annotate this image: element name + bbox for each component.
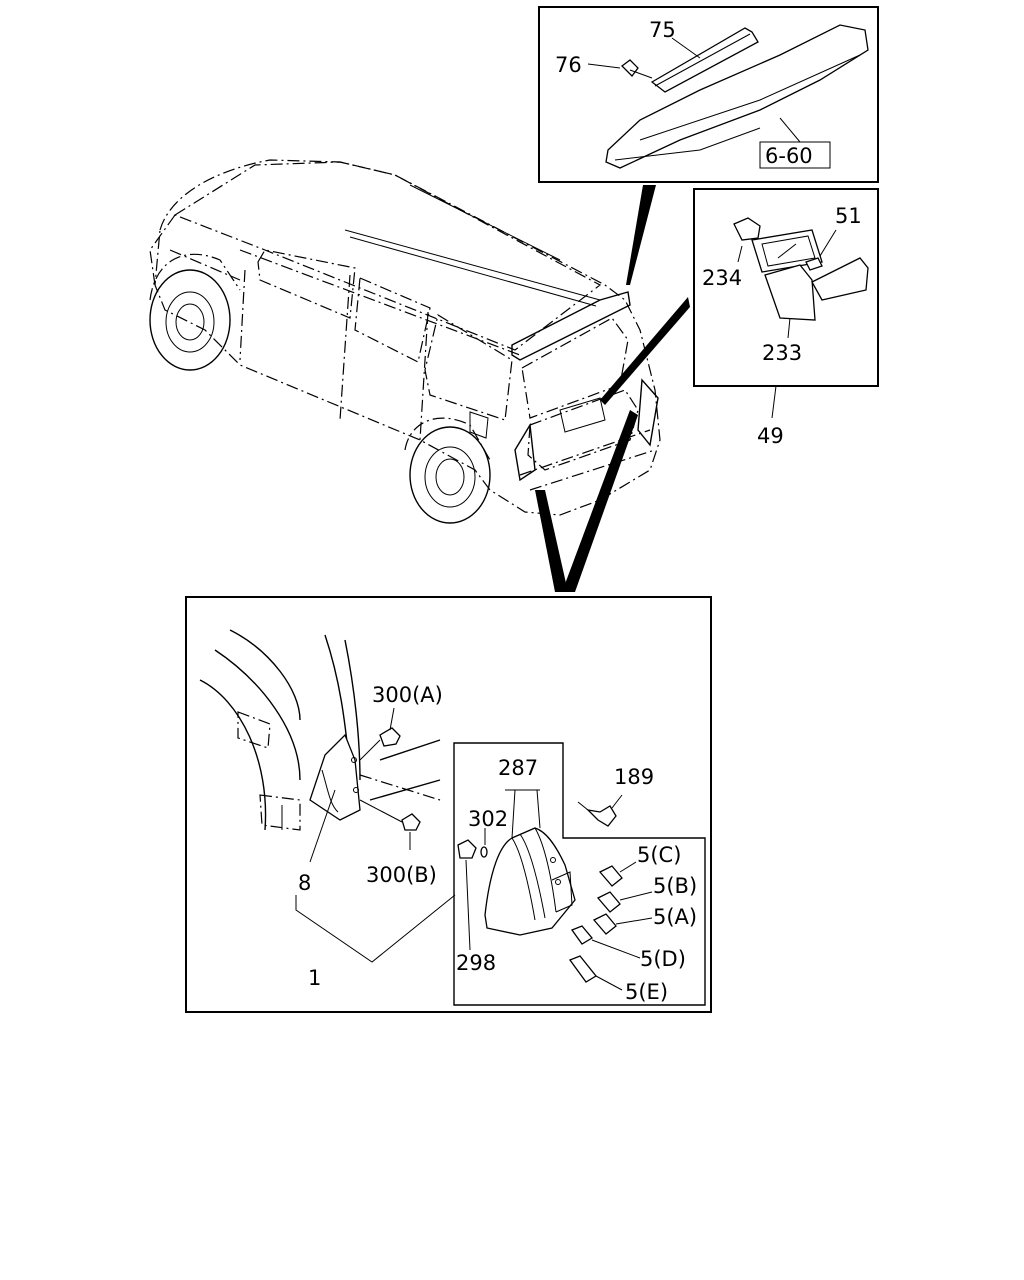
tail-lamp-exploded-box — [453, 742, 706, 1006]
ref-box-6-60 — [759, 141, 831, 169]
vehicle-illustration — [149, 159, 661, 524]
label-5d: 5(D) — [640, 947, 686, 971]
label-5c: 5(C) — [637, 843, 681, 867]
label-5b: 5(B) — [653, 874, 697, 898]
label-298: 298 — [456, 951, 496, 975]
label-76: 76 — [555, 53, 582, 77]
label-287: 287 — [498, 756, 538, 780]
label-75: 75 — [649, 18, 676, 42]
pointer-wedge-tail-left — [535, 490, 568, 592]
label-51: 51 — [835, 204, 862, 228]
label-300b: 300(B) — [366, 863, 437, 887]
label-5a: 5(A) — [653, 905, 697, 929]
label-302: 302 — [468, 807, 508, 831]
license-lamp-detail-box — [693, 188, 879, 387]
label-233: 233 — [762, 341, 802, 365]
spoiler-detail-box — [538, 6, 879, 183]
label-6-60: 6-60 — [765, 144, 813, 168]
bulbs — [568, 865, 623, 983]
leaders-bulbs — [591, 861, 653, 991]
pointer-wedge-license — [600, 297, 690, 405]
label-300a: 300(A) — [372, 683, 443, 707]
label-8: 8 — [298, 871, 311, 895]
label-1: 1 — [308, 966, 321, 990]
label-189: 189 — [614, 765, 654, 789]
leaders-license — [737, 229, 837, 419]
leaders-tail — [295, 707, 456, 963]
pointer-wedge-tail-right — [562, 410, 638, 592]
tail-lamp-detail-box — [185, 596, 712, 1013]
leaders-spoiler — [587, 37, 801, 143]
label-49: 49 — [757, 424, 784, 448]
label-5e: 5(E) — [625, 980, 668, 1004]
leaders-exploded — [465, 789, 623, 951]
label-234: 234 — [702, 266, 742, 290]
pointer-wedge-spoiler — [626, 185, 656, 285]
